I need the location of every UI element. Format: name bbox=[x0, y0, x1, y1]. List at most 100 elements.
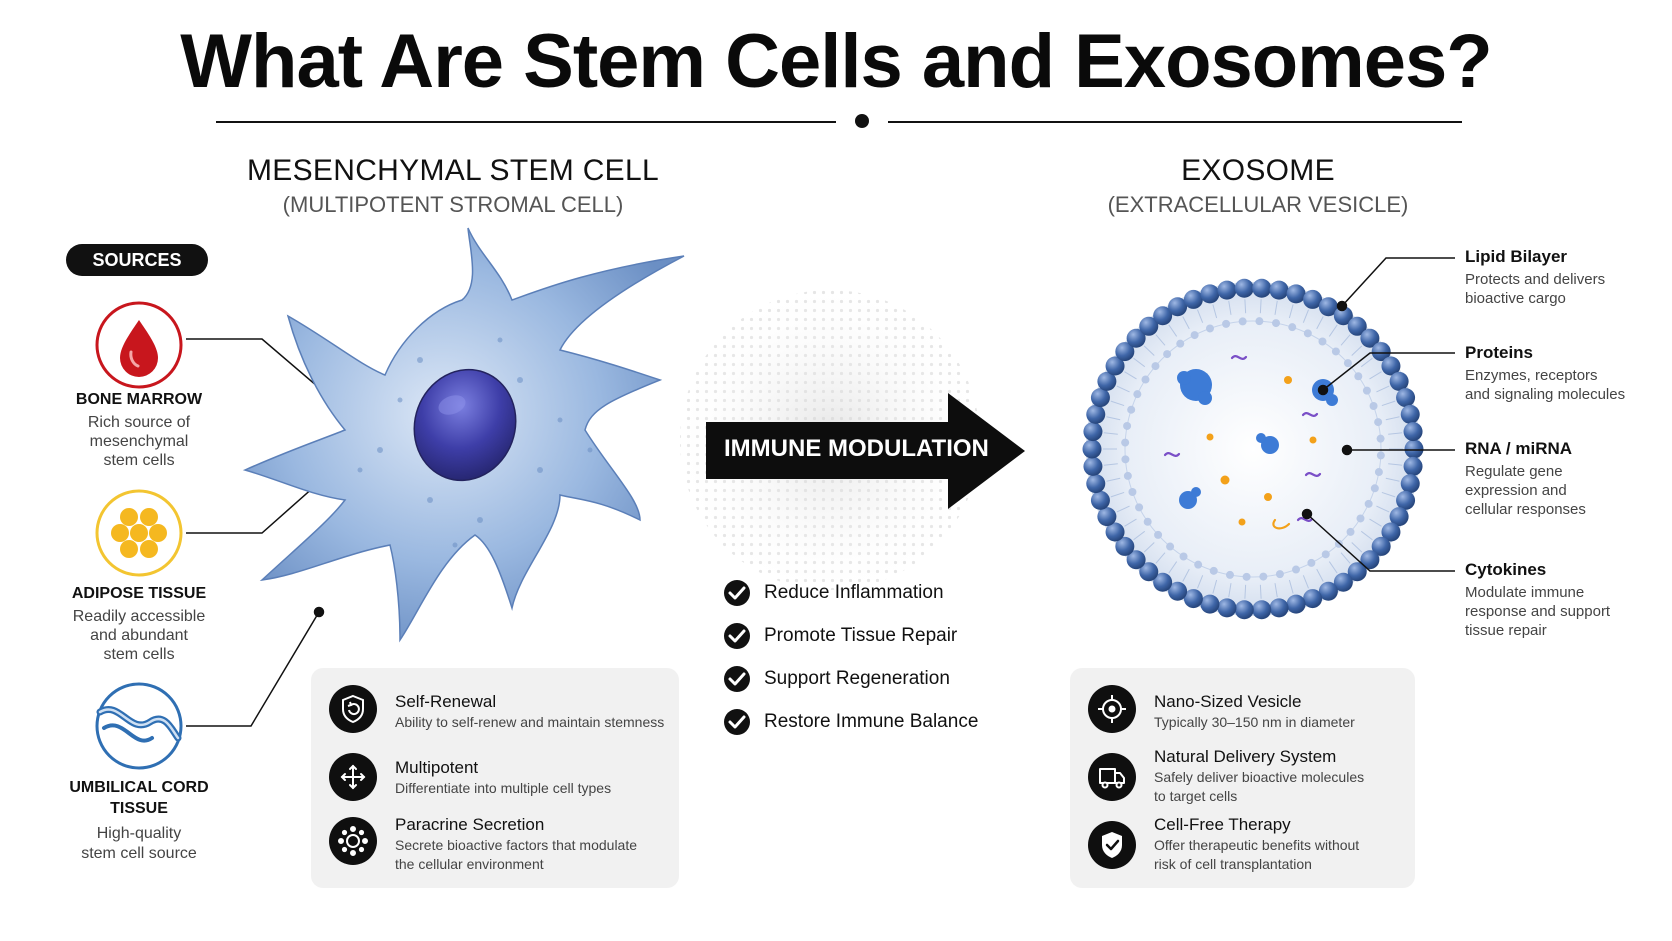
target-icon bbox=[1088, 685, 1136, 733]
lipid-head-outer bbox=[1286, 284, 1306, 304]
shield-cycle-icon bbox=[329, 685, 377, 733]
lipid-tail bbox=[1212, 304, 1218, 319]
benefit-reduce-inflammation: Reduce Inflammation bbox=[764, 582, 944, 603]
lipid-tail bbox=[1110, 491, 1125, 498]
lipid-head-outer bbox=[1168, 297, 1188, 317]
lipid-tail bbox=[1197, 309, 1204, 323]
lipid-tail bbox=[1274, 300, 1278, 315]
lipid-tail bbox=[1316, 316, 1324, 330]
source-umbilical-name-1: UMBILICAL CORD bbox=[69, 779, 209, 796]
lipid-head-outer bbox=[1126, 328, 1146, 348]
exosome-leaders bbox=[1301, 257, 1455, 572]
lipid-head-outer bbox=[1347, 316, 1367, 336]
lipid-head-outer bbox=[1183, 289, 1203, 309]
lipid-tail bbox=[1244, 299, 1247, 314]
lipid-tail bbox=[1385, 416, 1400, 421]
annotation-lipid-bilayer-desc-1: Protects and delivers bbox=[1465, 271, 1606, 288]
lipid-head-outer bbox=[1269, 598, 1289, 618]
source-adipose-desc-3: stem cells bbox=[103, 646, 175, 663]
lipid-head-outer bbox=[1083, 456, 1103, 476]
lipid-head-inner bbox=[1222, 319, 1231, 328]
lipid-head-inner bbox=[1238, 317, 1247, 326]
source-bone-marrow-desc-1: Rich source of bbox=[87, 414, 191, 431]
lipid-head-outer bbox=[1090, 490, 1110, 510]
lipid-head-inner bbox=[1272, 319, 1281, 328]
lipid-head-outer bbox=[1234, 600, 1254, 620]
lipid-tail bbox=[1302, 309, 1309, 323]
lipid-tail bbox=[1244, 584, 1247, 599]
lipid-tail bbox=[1369, 518, 1382, 527]
lipid-tail bbox=[1360, 530, 1373, 541]
lipid-tail bbox=[1155, 552, 1166, 564]
lipid-head-inner bbox=[1128, 488, 1137, 497]
lipid-tail bbox=[1288, 579, 1294, 594]
lipid-head-outer bbox=[1105, 522, 1125, 542]
lipid-head-inner bbox=[1288, 323, 1297, 332]
lipid-head-outer bbox=[1303, 589, 1323, 609]
lipid-tail bbox=[1182, 316, 1190, 330]
lipid-tail bbox=[1328, 324, 1338, 337]
lipid-head-outer bbox=[1115, 536, 1135, 556]
source-adipose-desc-2: and abundant bbox=[90, 627, 188, 644]
lipid-head-inner bbox=[1163, 350, 1172, 359]
lipid-head-inner bbox=[1321, 550, 1330, 559]
lipid-head-outer bbox=[1396, 490, 1416, 510]
lipid-head-inner bbox=[1194, 560, 1203, 569]
shield-check-icon bbox=[1088, 821, 1136, 869]
lipid-head-outer bbox=[1234, 278, 1254, 298]
lipid-head-inner bbox=[1133, 390, 1142, 399]
feature-delivery-desc-2: to target cells bbox=[1154, 788, 1238, 804]
source-adipose-name: ADIPOSE TISSUE bbox=[71, 585, 207, 602]
immune-modulation-label: IMMUNE MODULATION bbox=[724, 435, 989, 462]
feature-delivery-desc-1: Safely deliver bioactive molecules bbox=[1154, 769, 1365, 785]
immune-modulation-arrow bbox=[706, 393, 1025, 509]
source-umbilical-desc-2: stem cell source bbox=[81, 845, 197, 862]
lipid-tail bbox=[1182, 568, 1190, 582]
lipid-head-outer bbox=[1318, 581, 1338, 601]
lipid-tail bbox=[1340, 552, 1351, 564]
lipid-head-outer bbox=[1347, 562, 1367, 582]
feature-paracrine-title: Paracrine Secretion bbox=[395, 815, 545, 834]
feature-nano-sized-desc: Typically 30–150 nm in diameter bbox=[1154, 714, 1355, 730]
lipid-head-outer bbox=[1286, 594, 1306, 614]
exosome-subheading: (EXTRACELLULAR VESICLE) bbox=[1107, 192, 1409, 217]
feature-paracrine-desc-1: Secrete bioactive factors that modulate bbox=[395, 837, 638, 853]
benefit-support-regeneration: Support Regeneration bbox=[764, 668, 950, 689]
lipid-tail bbox=[1288, 304, 1294, 319]
lipid-head-outer bbox=[1389, 371, 1409, 391]
lipid-head-inner bbox=[1318, 337, 1327, 346]
annotation-cytokines-desc-3: tissue repair bbox=[1465, 622, 1547, 639]
lipid-tail bbox=[1212, 579, 1218, 594]
lipid-head-outer bbox=[1396, 388, 1416, 408]
lipid-head-outer bbox=[1097, 507, 1117, 527]
feature-nano-sized-title: Nano-Sized Vesicle bbox=[1154, 692, 1302, 711]
lipid-head-inner bbox=[1179, 552, 1188, 561]
lipid-tail bbox=[1259, 584, 1262, 599]
umbilical-cord-icon bbox=[95, 682, 183, 770]
benefit-checks bbox=[724, 580, 750, 735]
fat-cells-icon bbox=[95, 489, 183, 577]
lipid-tail bbox=[1197, 575, 1204, 589]
lipid-head-inner bbox=[1205, 324, 1214, 333]
lipid-head-inner bbox=[1123, 421, 1132, 430]
source-umbilical-name-2: TISSUE bbox=[110, 800, 168, 817]
lipid-head-outer bbox=[1333, 306, 1353, 326]
lipid-head-inner bbox=[1127, 405, 1136, 414]
lipid-head-inner bbox=[1370, 484, 1379, 493]
lipid-head-inner bbox=[1123, 471, 1132, 480]
delivery-truck-icon bbox=[1088, 753, 1136, 801]
stem-cell-illustration bbox=[242, 227, 685, 643]
exosome-heading: EXOSOME bbox=[1181, 154, 1335, 187]
lipid-head-outer bbox=[1403, 456, 1423, 476]
lipid-head-outer bbox=[1115, 342, 1135, 362]
title-rule-left bbox=[216, 121, 836, 123]
lipid-head-outer bbox=[1303, 289, 1323, 309]
lipid-head-inner bbox=[1374, 418, 1383, 427]
annotation-cytokines-title: Cytokines bbox=[1465, 560, 1547, 579]
lipid-tail bbox=[1168, 561, 1178, 574]
lipid-head-inner bbox=[1354, 372, 1363, 381]
lipid-head-inner bbox=[1121, 455, 1130, 464]
title-rule-right bbox=[888, 121, 1462, 123]
secretion-icon bbox=[329, 817, 377, 865]
lipid-tail bbox=[1351, 345, 1363, 356]
